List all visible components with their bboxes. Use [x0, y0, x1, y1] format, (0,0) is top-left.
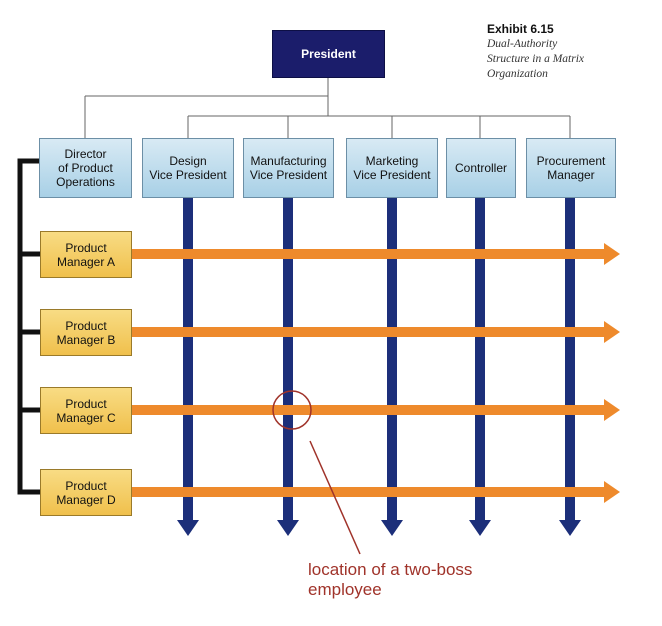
director-product-operations-label: Director of Product Operations — [56, 147, 115, 189]
product-manager-c-box: Product Manager C — [40, 387, 132, 434]
design-vp-box: Design Vice President — [142, 138, 234, 198]
controller-label: Controller — [454, 161, 508, 175]
controller-box: Controller — [446, 138, 516, 198]
procurement-manager-box: Procurement Manager — [526, 138, 616, 198]
horizontal-authority-arrows — [132, 243, 620, 503]
product-manager-a-box: Product Manager A — [40, 231, 132, 278]
product-manager-c-label: Product Manager C — [56, 396, 116, 425]
manufacturing-vp-box: Manufacturing Vice President — [243, 138, 334, 198]
product-manager-b-label: Product Manager B — [56, 318, 116, 347]
vertical-authority-arrows — [177, 198, 581, 536]
product-manager-d-box: Product Manager D — [40, 469, 132, 516]
procurement-manager-label: Procurement Manager — [536, 154, 606, 182]
bracket-spine — [17, 158, 40, 495]
arrow-procurement — [559, 198, 581, 536]
manufacturing-vp-label: Manufacturing Vice President — [249, 154, 328, 182]
arrow-product-b — [132, 321, 620, 343]
exhibit-title: Dual-Authority Structure in a Matrix Org… — [487, 38, 584, 80]
arrow-product-a — [132, 243, 620, 265]
marketing-vp-label: Marketing Vice President — [353, 154, 431, 182]
annotation-pointer — [309, 440, 361, 555]
exhibit-number: Exhibit 6.15 — [487, 22, 554, 36]
two-boss-annotation: location of a two-boss employee — [308, 560, 473, 599]
product-bracket — [17, 158, 40, 495]
president-box: President — [272, 30, 385, 78]
arrow-controller — [469, 198, 491, 536]
arrow-manufacturing — [277, 198, 299, 536]
arrow-marketing — [381, 198, 403, 536]
tree-connectors — [84, 78, 571, 138]
product-manager-d-label: Product Manager D — [56, 478, 116, 507]
arrow-design — [177, 198, 199, 536]
president-label: President — [301, 47, 356, 61]
product-manager-b-box: Product Manager B — [40, 309, 132, 356]
exhibit-caption: Exhibit 6.15 Dual-Authority Structure in… — [487, 21, 657, 82]
design-vp-label: Design Vice President — [149, 154, 227, 182]
arrow-product-d — [132, 481, 620, 503]
arrow-product-c — [132, 399, 620, 421]
marketing-vp-box: Marketing Vice President — [346, 138, 438, 198]
two-boss-circle — [272, 390, 312, 430]
product-manager-a-label: Product Manager A — [56, 240, 116, 269]
director-product-operations-box: Director of Product Operations — [39, 138, 132, 198]
